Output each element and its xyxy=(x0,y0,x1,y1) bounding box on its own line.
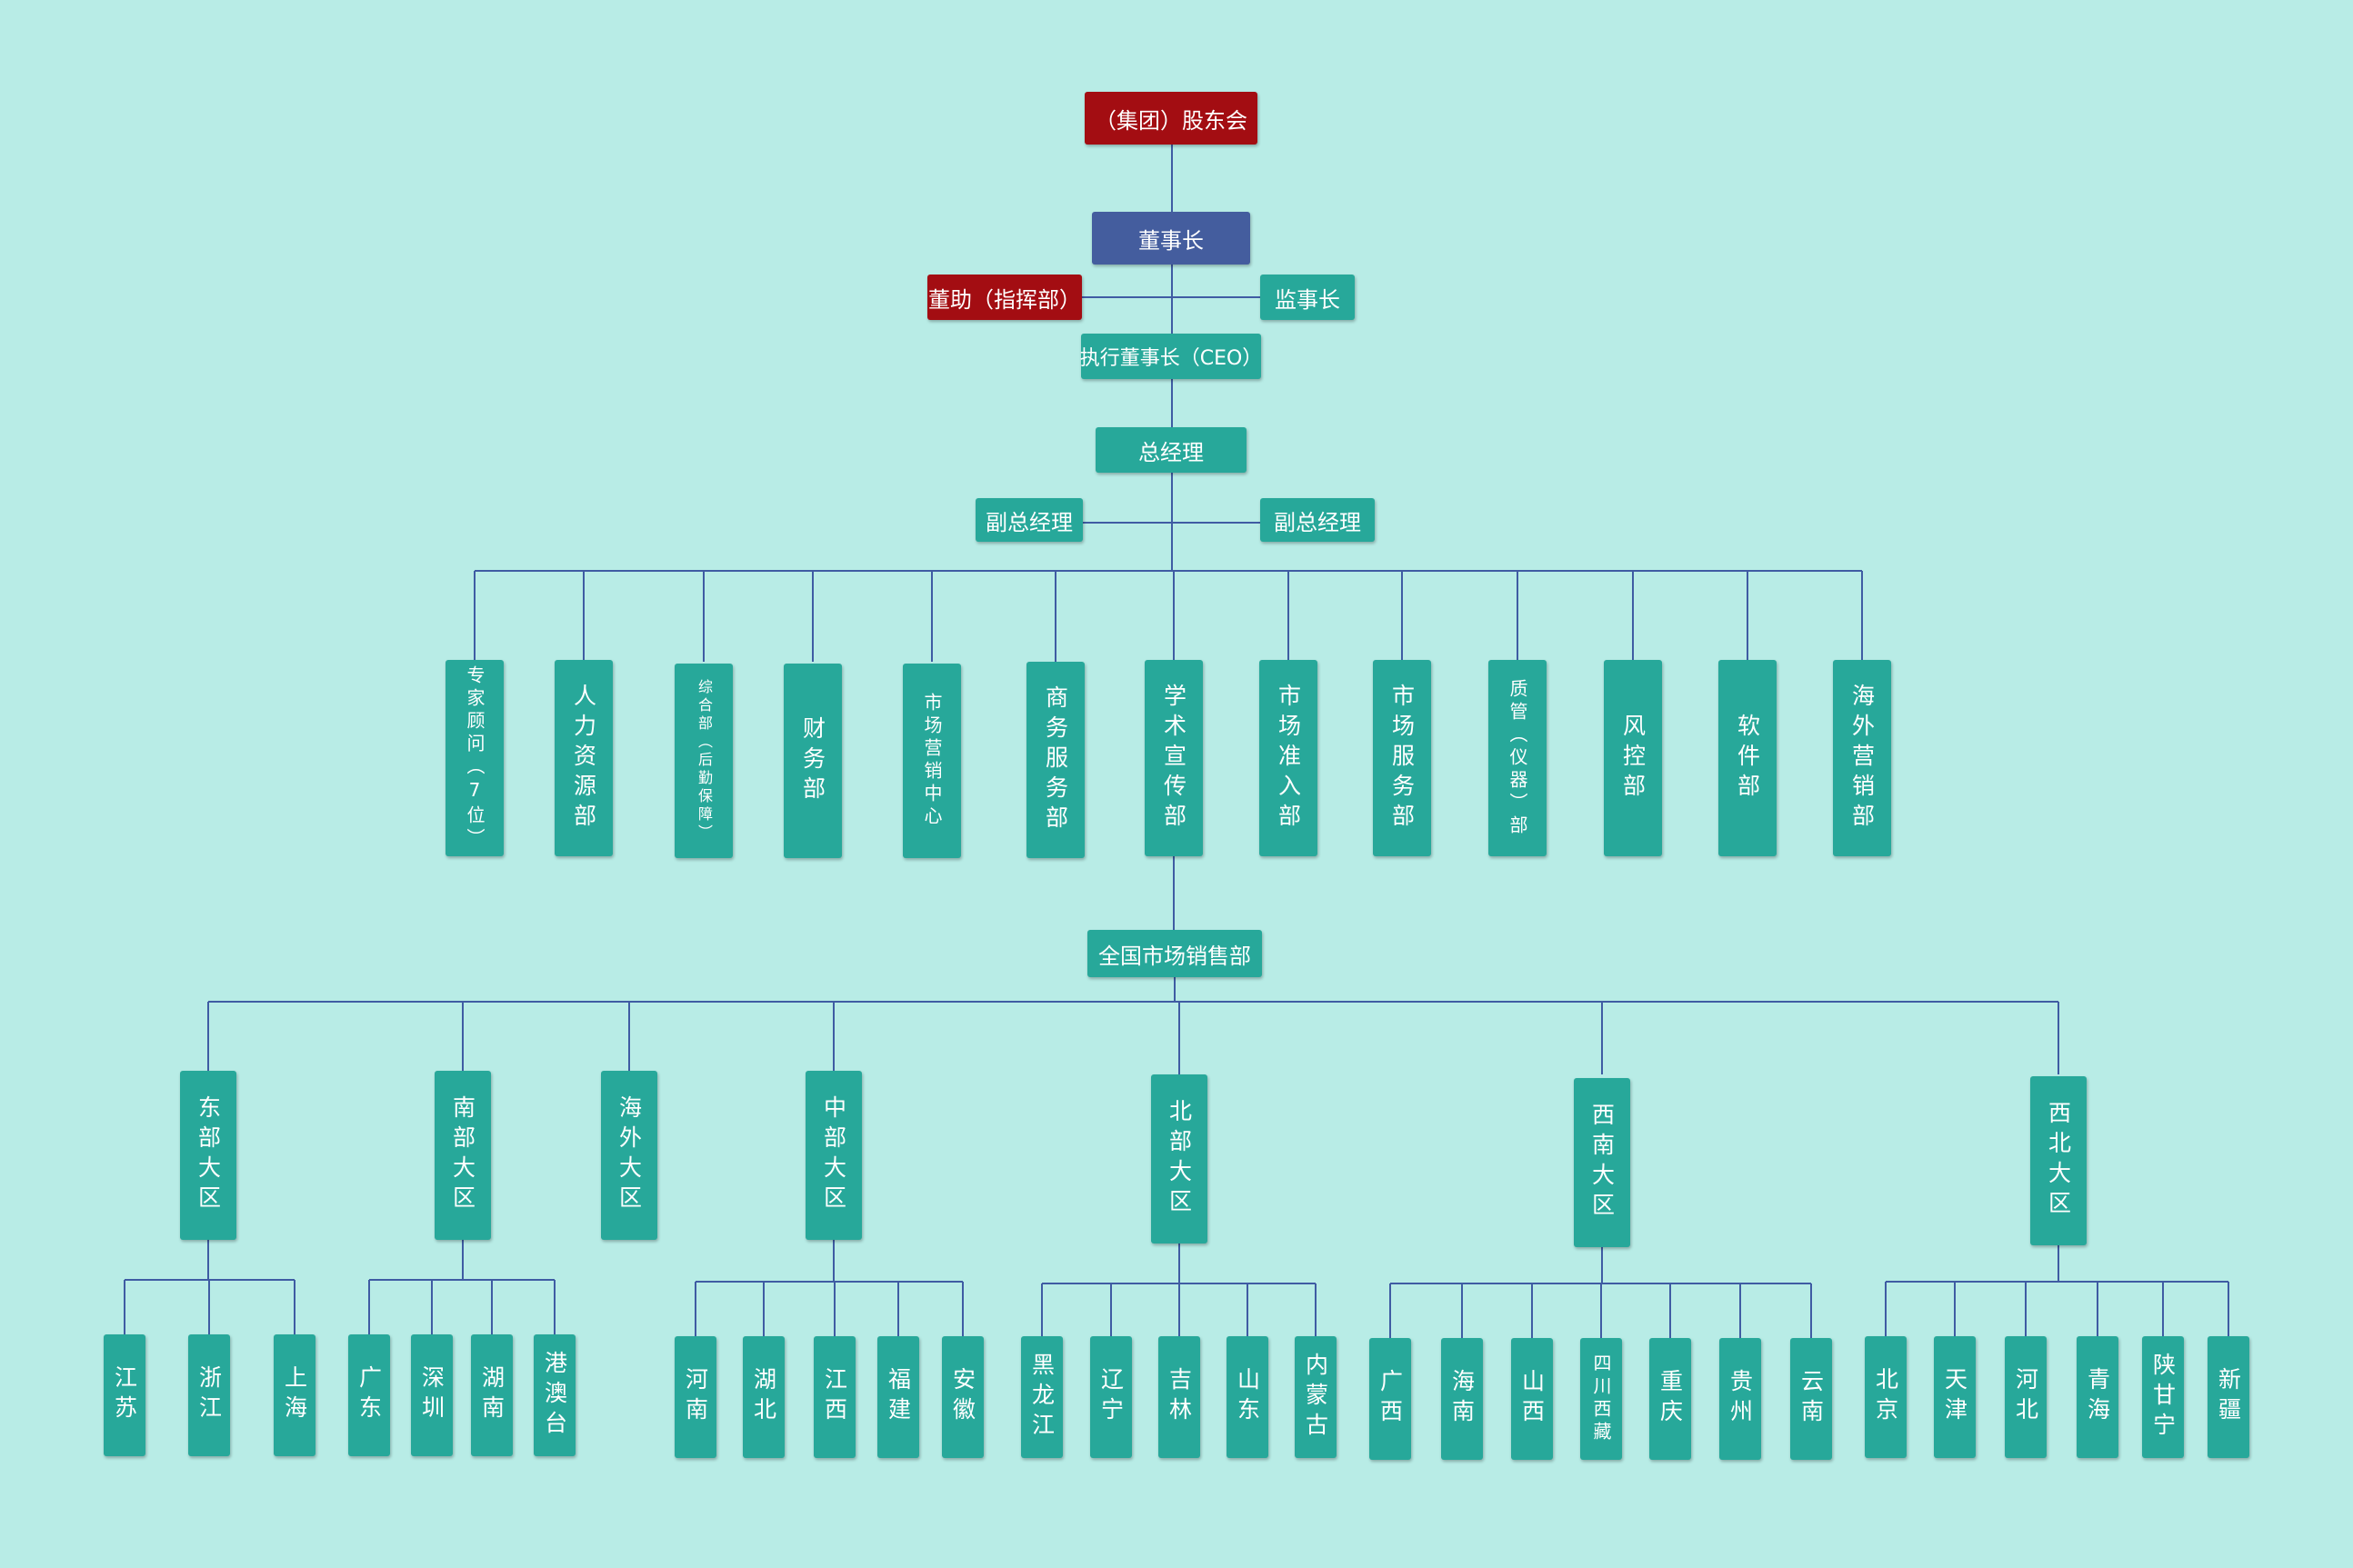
province-tianjin[interactable]: 天津 xyxy=(1934,1336,1976,1458)
province-guangdong[interactable]: 广东 xyxy=(348,1334,390,1456)
province-guangxi[interactable]: 广西 xyxy=(1369,1338,1411,1460)
province-jiangxi[interactable]: 江西 xyxy=(814,1336,856,1458)
region-north[interactable]: 北部大区 xyxy=(1151,1074,1207,1243)
province-chongqing[interactable]: 重庆 xyxy=(1649,1338,1691,1460)
dept-expert-advisors[interactable]: 专家顾问（7位） xyxy=(446,660,504,856)
province-fujian[interactable]: 福建 xyxy=(877,1336,919,1458)
dept-general-affairs[interactable]: 综合部（后勤保障） xyxy=(675,664,733,858)
province-hk-macau-taiwan[interactable]: 港澳台 xyxy=(534,1334,576,1456)
region-overseas[interactable]: 海外大区 xyxy=(601,1071,657,1240)
province-xinjiang[interactable]: 新疆 xyxy=(2208,1336,2249,1458)
region-south[interactable]: 南部大区 xyxy=(435,1071,491,1240)
province-shanghai[interactable]: 上海 xyxy=(274,1334,315,1456)
dept-marketing-center[interactable]: 市场营销中心 xyxy=(903,664,961,858)
province-zhejiang[interactable]: 浙江 xyxy=(188,1334,230,1456)
province-hainan[interactable]: 海南 xyxy=(1441,1338,1483,1460)
province-shanxi[interactable]: 山西 xyxy=(1511,1338,1553,1460)
deputy-gm-right-node[interactable]: 副总经理 xyxy=(1260,498,1375,542)
assistant-node[interactable]: 董助（指挥部） xyxy=(927,275,1082,320)
dept-market-access[interactable]: 市场准入部 xyxy=(1259,660,1317,856)
dept-overseas-marketing[interactable]: 海外营销部 xyxy=(1833,660,1891,856)
province-jiangsu[interactable]: 江苏 xyxy=(104,1334,145,1456)
province-shenzhen[interactable]: 深圳 xyxy=(411,1334,453,1456)
province-sichuan-tibet[interactable]: 四川西藏 xyxy=(1580,1338,1622,1460)
deputy-gm-left-node[interactable]: 副总经理 xyxy=(976,498,1083,542)
province-hebei[interactable]: 河北 xyxy=(2005,1336,2047,1458)
province-guizhou[interactable]: 贵州 xyxy=(1719,1338,1761,1460)
province-inner-mongolia[interactable]: 内蒙古 xyxy=(1295,1336,1337,1458)
supervisor-node[interactable]: 监事长 xyxy=(1260,275,1355,320)
dept-human-resources[interactable]: 人力资源部 xyxy=(555,660,613,856)
province-qinghai[interactable]: 青海 xyxy=(2077,1336,2118,1458)
chairman-node[interactable]: 董事长 xyxy=(1092,212,1250,265)
shareholders-node[interactable]: （集团）股东会 xyxy=(1085,92,1257,145)
dept-risk-control[interactable]: 风控部 xyxy=(1604,660,1662,856)
dept-finance[interactable]: 财务部 xyxy=(784,664,842,858)
general-manager-node[interactable]: 总经理 xyxy=(1096,427,1247,473)
dept-academic-promotion[interactable]: 学术宣传部 xyxy=(1145,660,1203,856)
province-liaoning[interactable]: 辽宁 xyxy=(1090,1336,1132,1458)
province-hubei[interactable]: 湖北 xyxy=(743,1336,785,1458)
national-sales-node[interactable]: 全国市场销售部 xyxy=(1087,930,1262,977)
dept-quality-control[interactable]: 质管（仪器）部 xyxy=(1488,660,1547,856)
province-shandong[interactable]: 山东 xyxy=(1227,1336,1268,1458)
dept-business-services[interactable]: 商务服务部 xyxy=(1026,662,1085,858)
ceo-node[interactable]: 执行董事长（CEO） xyxy=(1080,334,1262,379)
province-beijing[interactable]: 北京 xyxy=(1865,1336,1907,1458)
province-henan[interactable]: 河南 xyxy=(675,1336,716,1458)
province-yunnan[interactable]: 云南 xyxy=(1790,1338,1832,1460)
province-anhui[interactable]: 安徽 xyxy=(942,1336,984,1458)
region-central[interactable]: 中部大区 xyxy=(806,1071,862,1240)
region-southwest[interactable]: 西南大区 xyxy=(1574,1078,1630,1247)
region-northwest[interactable]: 西北大区 xyxy=(2030,1076,2087,1245)
province-heilongjiang[interactable]: 黑龙江 xyxy=(1021,1336,1063,1458)
province-hunan[interactable]: 湖南 xyxy=(471,1334,513,1456)
region-east[interactable]: 东部大区 xyxy=(180,1071,236,1240)
province-jilin[interactable]: 吉林 xyxy=(1158,1336,1200,1458)
dept-market-services[interactable]: 市场服务部 xyxy=(1373,660,1431,856)
dept-software[interactable]: 软件部 xyxy=(1718,660,1777,856)
province-shaanxi-gansu-ningxia[interactable]: 陕甘宁 xyxy=(2142,1336,2184,1458)
